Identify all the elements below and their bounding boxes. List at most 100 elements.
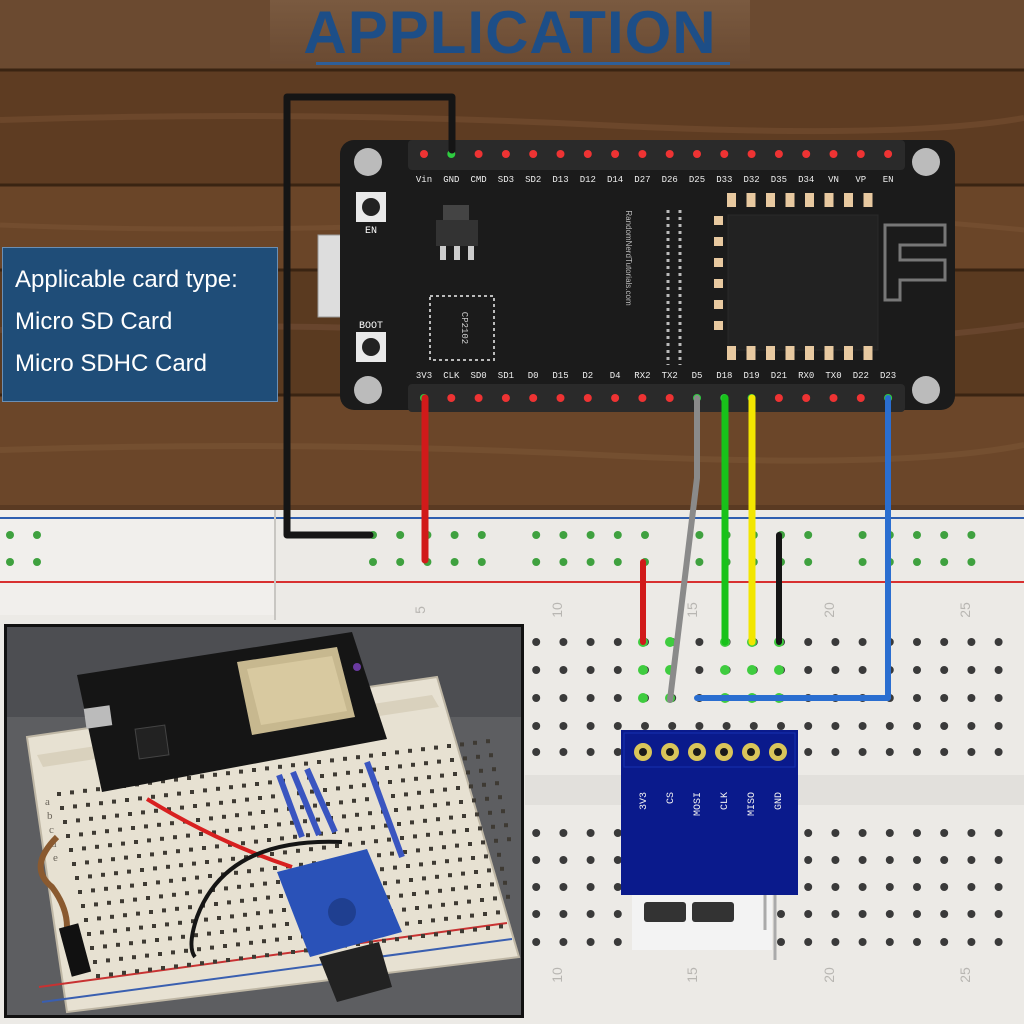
breadboard-hole — [804, 910, 813, 918]
breadboard-hole — [695, 722, 704, 730]
photo-hole — [229, 785, 233, 790]
photo-hole — [108, 843, 112, 848]
site-label: RandomNerdTutorials.com — [624, 210, 633, 306]
photo-hole — [421, 934, 425, 938]
photo-hole — [186, 833, 190, 838]
module-pad — [714, 300, 723, 309]
breadboard-hole — [913, 938, 921, 946]
breadboard-hole — [804, 638, 813, 646]
rail-hole — [586, 531, 595, 539]
photo-hole — [426, 832, 430, 837]
photo-hole — [146, 896, 150, 900]
bottom-pin-label: D18 — [716, 371, 732, 381]
photo-hole — [200, 774, 204, 779]
column-number: 25 — [957, 967, 973, 983]
photo-hole — [399, 893, 403, 898]
module-pad — [714, 216, 723, 225]
breadboard-hole — [858, 856, 867, 864]
module-pad — [863, 346, 873, 360]
rail-hole — [396, 531, 405, 539]
photo-hole — [164, 793, 168, 798]
breadboard-hole — [613, 748, 622, 756]
photo-hole — [189, 847, 193, 852]
photo-hole — [486, 739, 490, 744]
breadboard-hole — [967, 829, 976, 837]
breadboard-hole — [586, 883, 595, 891]
breadboard-hole — [885, 938, 894, 946]
breadboard-hole — [858, 910, 867, 918]
column-number: 25 — [957, 602, 973, 618]
photo-hole — [436, 817, 440, 822]
photo-hole — [263, 881, 267, 886]
board-pin — [829, 150, 838, 158]
breadboard-hole — [994, 856, 1003, 864]
photo-hole — [208, 874, 212, 878]
breadboard-hole — [532, 722, 541, 730]
photo-hole — [57, 792, 61, 796]
photo-hole — [265, 953, 269, 958]
photo-hole — [165, 922, 169, 927]
photo-hole — [415, 906, 419, 910]
photo-hole — [235, 813, 239, 818]
breadboard-hole — [804, 856, 813, 864]
rail-hole — [369, 558, 377, 566]
breadboard-hole — [613, 856, 622, 864]
top-pin-label: D27 — [634, 175, 650, 185]
sd-pin-label: CS — [666, 792, 677, 804]
photo-hole — [385, 766, 389, 770]
photo-hole — [172, 892, 176, 897]
photo-hole — [123, 913, 127, 918]
photo-hole — [450, 758, 454, 762]
photo-hole — [479, 768, 483, 773]
bottom-pin-label: D5 — [692, 371, 703, 381]
photo-hole — [418, 920, 422, 924]
photo-hole — [202, 846, 206, 850]
photo-row-letter: b — [47, 810, 53, 822]
title-underline — [316, 62, 730, 65]
bottom-pin-label: D0 — [528, 371, 539, 381]
bottom-pin-label: CLK — [443, 371, 460, 381]
breadboard-hole — [858, 722, 867, 730]
board-pin — [829, 394, 838, 402]
photo-hole — [247, 869, 251, 874]
photo-hole — [181, 934, 185, 939]
board-pin — [474, 150, 483, 158]
bottom-pin-label: 3V3 — [416, 371, 432, 381]
photo-hole — [82, 846, 86, 851]
photo-hole — [409, 878, 413, 882]
board-pin — [583, 150, 592, 158]
photo-hole — [345, 828, 349, 833]
breadboard-hole — [586, 748, 595, 756]
photo-hole — [102, 815, 106, 820]
module-pad — [766, 346, 775, 360]
module-pad — [766, 193, 775, 207]
breadboard-hole — [777, 938, 785, 946]
module-pad — [785, 193, 795, 207]
photo-hole — [75, 876, 79, 880]
photo-hole — [279, 894, 283, 898]
photo-hole — [303, 819, 307, 824]
photo-hole — [495, 781, 499, 786]
breadboard-hole — [532, 666, 541, 674]
photo-hole — [336, 786, 340, 791]
photo-hole — [158, 952, 162, 956]
photo-hole — [112, 799, 116, 804]
photo-hole — [242, 783, 246, 788]
photo-hole — [246, 926, 250, 931]
photo-hole — [193, 804, 197, 808]
breadboard-hole — [994, 694, 1003, 702]
bottom-pin-label: SD0 — [470, 371, 486, 381]
antenna-trace — [883, 223, 947, 302]
photo-hole — [255, 782, 259, 786]
photo-row-letter: e — [53, 852, 58, 864]
photo-hole — [278, 764, 282, 769]
photo-hole — [282, 908, 286, 912]
photo-hole — [161, 779, 165, 784]
photo-hole — [427, 775, 431, 780]
photo-hole — [259, 925, 263, 930]
photo-hole — [383, 881, 387, 886]
photo-hole — [464, 885, 468, 890]
module-pad — [805, 346, 814, 360]
